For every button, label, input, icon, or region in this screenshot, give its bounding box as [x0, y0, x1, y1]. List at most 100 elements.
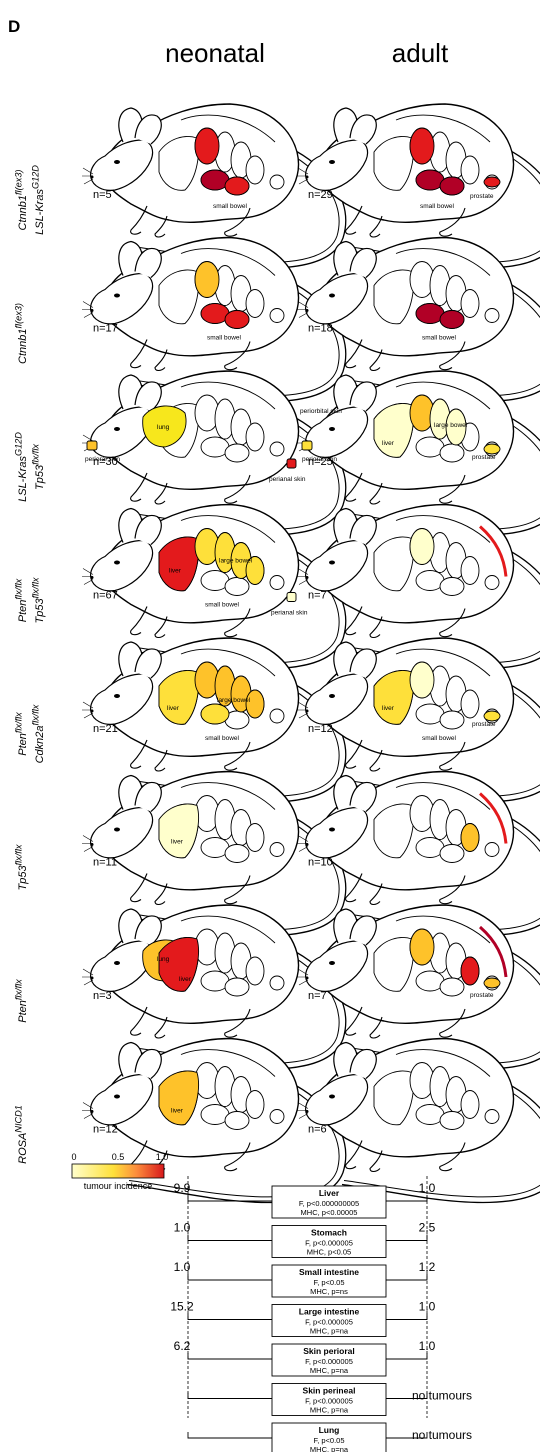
connector-left [188, 1393, 272, 1399]
organ-stomach-highlight [410, 128, 434, 164]
legend-color-bar [72, 1164, 164, 1178]
organ-label: prostate [472, 454, 496, 461]
organ-label: large bowel [219, 558, 253, 565]
mhc-test: MHC, p<0.05 [307, 1248, 351, 1257]
organ-label: small bowel [420, 203, 455, 210]
legend-tick: 1.0 [156, 1152, 169, 1162]
sample-count: n=6 [308, 1124, 327, 1136]
organ-name: Large intestine [299, 1307, 360, 1317]
organ-label: liver [171, 1108, 184, 1115]
organ-label: prostate [470, 992, 494, 999]
organ-name: Stomach [311, 1228, 347, 1238]
sample-count: n=17 [93, 323, 118, 335]
organ-perianal-highlight [287, 593, 296, 602]
legend-tick: 0.5 [112, 1152, 125, 1162]
connector-left [188, 1235, 272, 1241]
legend-tick: 0 [71, 1152, 76, 1162]
organ-si2-highlight [225, 177, 249, 195]
connector-left [188, 1274, 272, 1280]
sample-count: n=29 [308, 189, 333, 201]
sample-count: n=21 [93, 723, 118, 735]
organ-label: small bowel [213, 203, 248, 210]
organ-label: perianal skin [269, 476, 306, 483]
sample-count: n=7 [308, 590, 327, 602]
connector-left [188, 1432, 272, 1438]
fisher-test: F, p<0.000005 [305, 1239, 353, 1248]
organ-label: large bowel [434, 422, 468, 429]
fisher-test: F, p<0.05 [313, 1278, 344, 1287]
sample-count: n=67 [93, 590, 118, 602]
adult-value: no tumours [412, 1389, 472, 1403]
organ-prostate-highlight [484, 711, 500, 721]
organ-si1-highlight [201, 704, 229, 724]
adult-value: 1.0 [419, 1339, 436, 1353]
organ-si2-highlight [440, 177, 464, 195]
mhc-test: MHC, p=na [310, 1406, 349, 1415]
organ-label: liver [169, 568, 182, 575]
legend-label: tumour incidence [84, 1181, 153, 1191]
mhc-test: MHC, p<0.00005 [301, 1208, 358, 1217]
genotype-label: Ctnnb1fl(ex3)LSL-KrasG12D [12, 145, 52, 255]
adult-value: 1.0 [419, 1181, 436, 1195]
connector-left [188, 1314, 272, 1320]
genotype-label: LSL-KrasG12DTp53flx/flx [12, 412, 52, 522]
organ-label: small bowel [422, 735, 457, 742]
organ-perianal-highlight [287, 459, 296, 468]
column-header-neonatal: neonatal [165, 38, 265, 68]
organ-label: prostate [470, 193, 494, 200]
comparison-row: LiverF, p<0.000000005MHC, p<0.000059.91.… [174, 1181, 436, 1218]
organ-label: small bowel [205, 602, 240, 609]
fisher-test: F, p<0.000000005 [299, 1199, 359, 1208]
organ-label: large bowel [217, 697, 251, 704]
organ-lb3-highlight [246, 690, 264, 718]
organ-stomach-highlight [195, 128, 219, 164]
organ-label: liver [382, 440, 395, 447]
organ-label: liver [382, 705, 395, 712]
organ-name: Skin perioral [303, 1346, 355, 1356]
adult-value: 1.2 [419, 1260, 436, 1274]
sample-count: n=12 [93, 1124, 118, 1136]
sample-count: n=11 [93, 857, 117, 869]
genotype-label: Ptenflx/flxCdkn2aflx/flx [12, 679, 52, 789]
genotype-label: Ptenflx/flxTp53flx/flx [12, 546, 52, 656]
column-header-adult: adult [392, 38, 449, 68]
organ-si2-highlight [225, 311, 249, 329]
organ-stomach-highlight [195, 262, 219, 298]
organ-perioral-highlight [87, 441, 97, 450]
comparison-row: Large intestineF, p<0.000005MHC, p=na15.… [170, 1300, 435, 1337]
fisher-test: F, p<0.000005 [305, 1357, 353, 1366]
organ-label: small bowel [205, 735, 240, 742]
sample-count: n=12 [308, 723, 333, 735]
genotype-label: ROSANICD1 [12, 1080, 52, 1190]
connector-left [188, 1353, 272, 1359]
neonatal-value: 15.2 [170, 1300, 194, 1314]
organ-label: liver [167, 705, 180, 712]
organ-lb3-highlight [461, 957, 479, 985]
organ-name: Liver [319, 1188, 340, 1198]
organ-prostate-highlight [484, 177, 500, 187]
organ-label: liver [179, 976, 192, 983]
organ-name: Lung [319, 1425, 340, 1435]
fisher-test: F, p<0.000005 [305, 1397, 353, 1406]
sample-count: n=10 [308, 857, 333, 869]
connector-right [386, 1195, 427, 1201]
sample-count: n=7 [308, 990, 327, 1002]
adult-value: 1.0 [419, 1300, 436, 1314]
sample-count: n=18 [308, 323, 333, 335]
mhc-test: MHC, p=na [310, 1366, 349, 1375]
organ-prostate-highlight [484, 978, 500, 988]
organ-label: prostate [472, 721, 496, 728]
organ-label: lung [157, 956, 170, 963]
genotype-label: Ptenflx/flx [12, 946, 52, 1056]
neonatal-value: 1.0 [174, 1221, 191, 1235]
organ-label: liver [171, 839, 184, 846]
adult-value: no tumours [412, 1428, 472, 1442]
organ-prostate-highlight [484, 444, 500, 454]
organ-lb3-highlight [461, 824, 479, 852]
